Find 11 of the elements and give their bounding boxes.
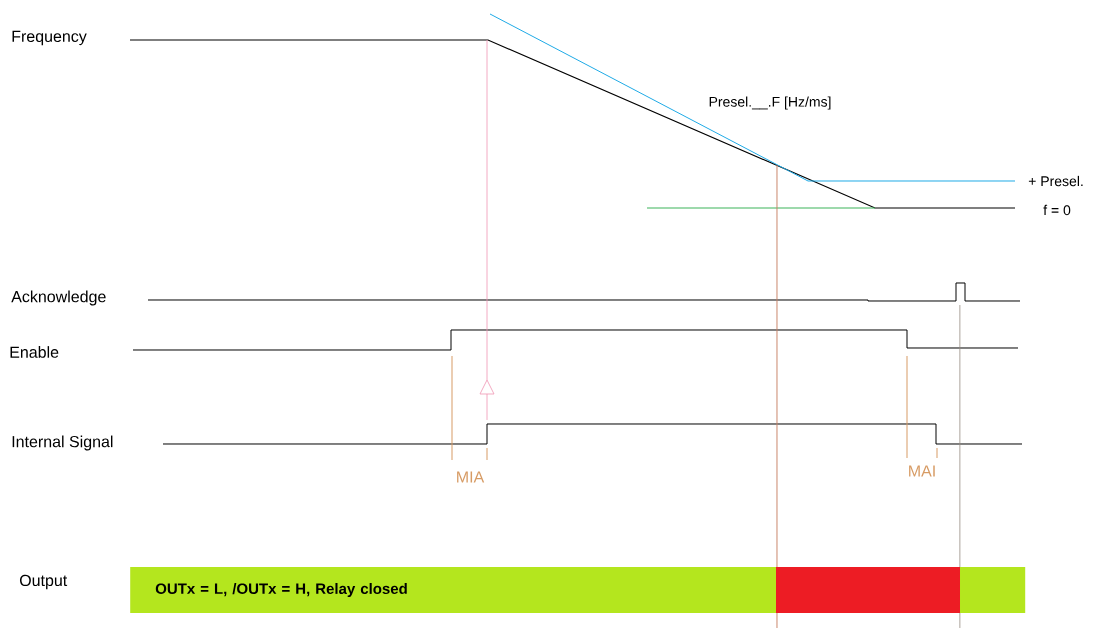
signal-name: Internal Signal bbox=[12, 435, 113, 451]
level-label: + Presel. bbox=[1027, 174, 1085, 188]
time-label: MAI bbox=[909, 465, 935, 477]
signal-name: Enable bbox=[10, 346, 59, 358]
signal-name: Acknowledge bbox=[11, 290, 106, 306]
time-label: MIA bbox=[457, 471, 485, 483]
level-label: f = 0 bbox=[1042, 203, 1072, 217]
signal-name: Output bbox=[19, 574, 68, 590]
slope-label: Presel.__.F [Hz/ms] bbox=[709, 96, 831, 110]
signal-name: Frequency bbox=[12, 30, 87, 46]
active-output-bar bbox=[776, 567, 960, 613]
